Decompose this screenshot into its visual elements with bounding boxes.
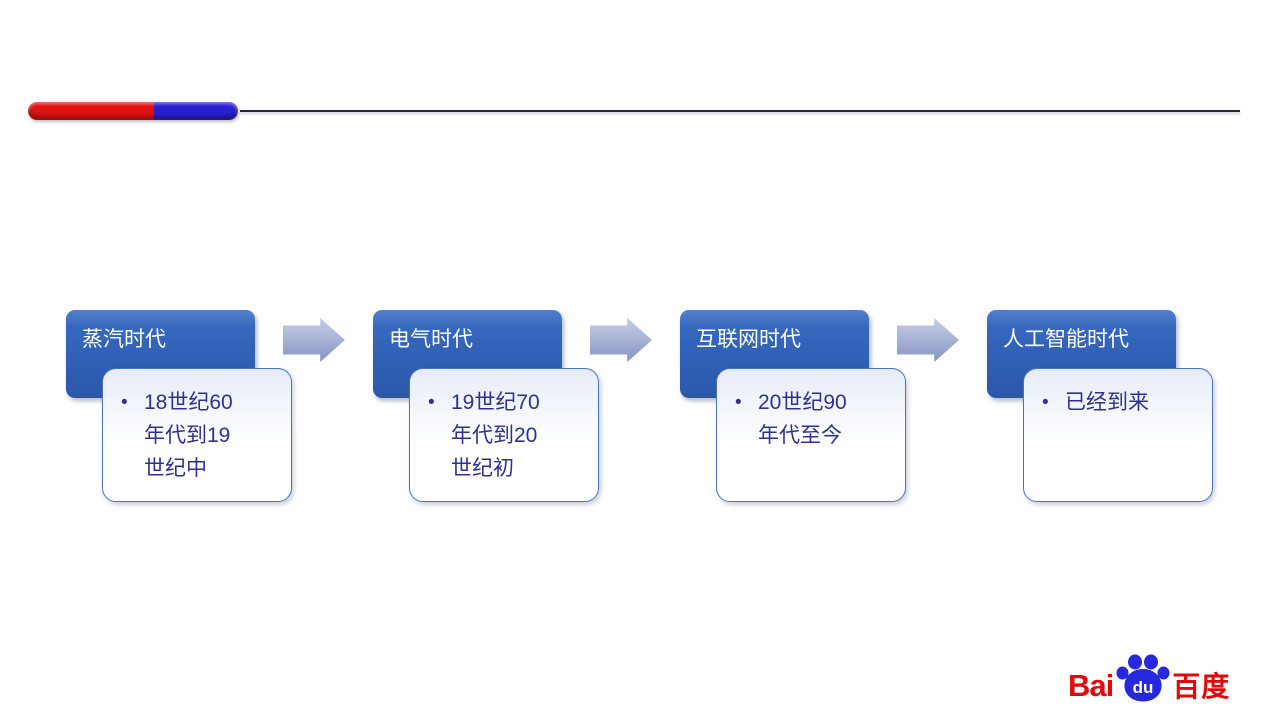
accent-bar-red-segment [28, 102, 154, 120]
bullet-marker: • [428, 392, 435, 413]
arrow-right-icon [897, 318, 959, 362]
accent-bar-blue-segment [154, 102, 238, 120]
process-stage-1: 蒸汽时代 • 18世纪60 年代到19 世纪中 [66, 310, 366, 510]
process-stage-2: 电气时代 • 19世纪70 年代到20 世纪初 [373, 310, 673, 510]
baidu-logo-du-text: du [1133, 678, 1154, 697]
stage-title: 互联网时代 [696, 328, 801, 351]
stage-title: 蒸汽时代 [82, 328, 166, 351]
bullet-item: • 19世纪70 年代到20 世纪初 [410, 369, 598, 485]
bullet-item: • 18世纪60 年代到19 世纪中 [103, 369, 291, 485]
stage-detail-card: • 19世纪70 年代到20 世纪初 [409, 368, 599, 502]
bullet-item: • 20世纪90 年代至今 [717, 369, 905, 452]
stage-detail-card: • 18世纪60 年代到19 世纪中 [102, 368, 292, 502]
arrow-right-icon [590, 318, 652, 362]
stage-detail-text: 20世纪90 年代至今 [758, 391, 847, 447]
stage-detail-card: • 已经到来 [1023, 368, 1213, 502]
baidu-logo-cn-text: 百度 [1172, 671, 1231, 702]
stage-title: 电气时代 [389, 328, 473, 351]
title-accent-bar [28, 102, 238, 120]
baidu-paw-icon: du [1116, 654, 1170, 702]
header-divider-line [240, 110, 1240, 112]
process-stage-4: 人工智能时代 • 已经到来 [987, 310, 1280, 510]
stage-detail-text: 已经到来 [1065, 391, 1149, 414]
bullet-marker: • [735, 392, 742, 413]
stage-detail-text: 18世纪60 年代到19 世纪中 [144, 391, 233, 480]
baidu-logo-bai-text: Bai [1068, 668, 1114, 703]
stage-detail-card: • 20世纪90 年代至今 [716, 368, 906, 502]
arrow-right-icon [283, 318, 345, 362]
bullet-marker: • [1042, 392, 1049, 413]
baidu-logo: Bai du 百度 [1068, 652, 1230, 706]
stage-detail-text: 19世纪70 年代到20 世纪初 [451, 391, 540, 480]
process-stage-3: 互联网时代 • 20世纪90 年代至今 [680, 310, 980, 510]
bullet-item: • 已经到来 [1024, 369, 1212, 419]
bullet-marker: • [121, 392, 128, 413]
stage-title: 人工智能时代 [1003, 328, 1129, 351]
